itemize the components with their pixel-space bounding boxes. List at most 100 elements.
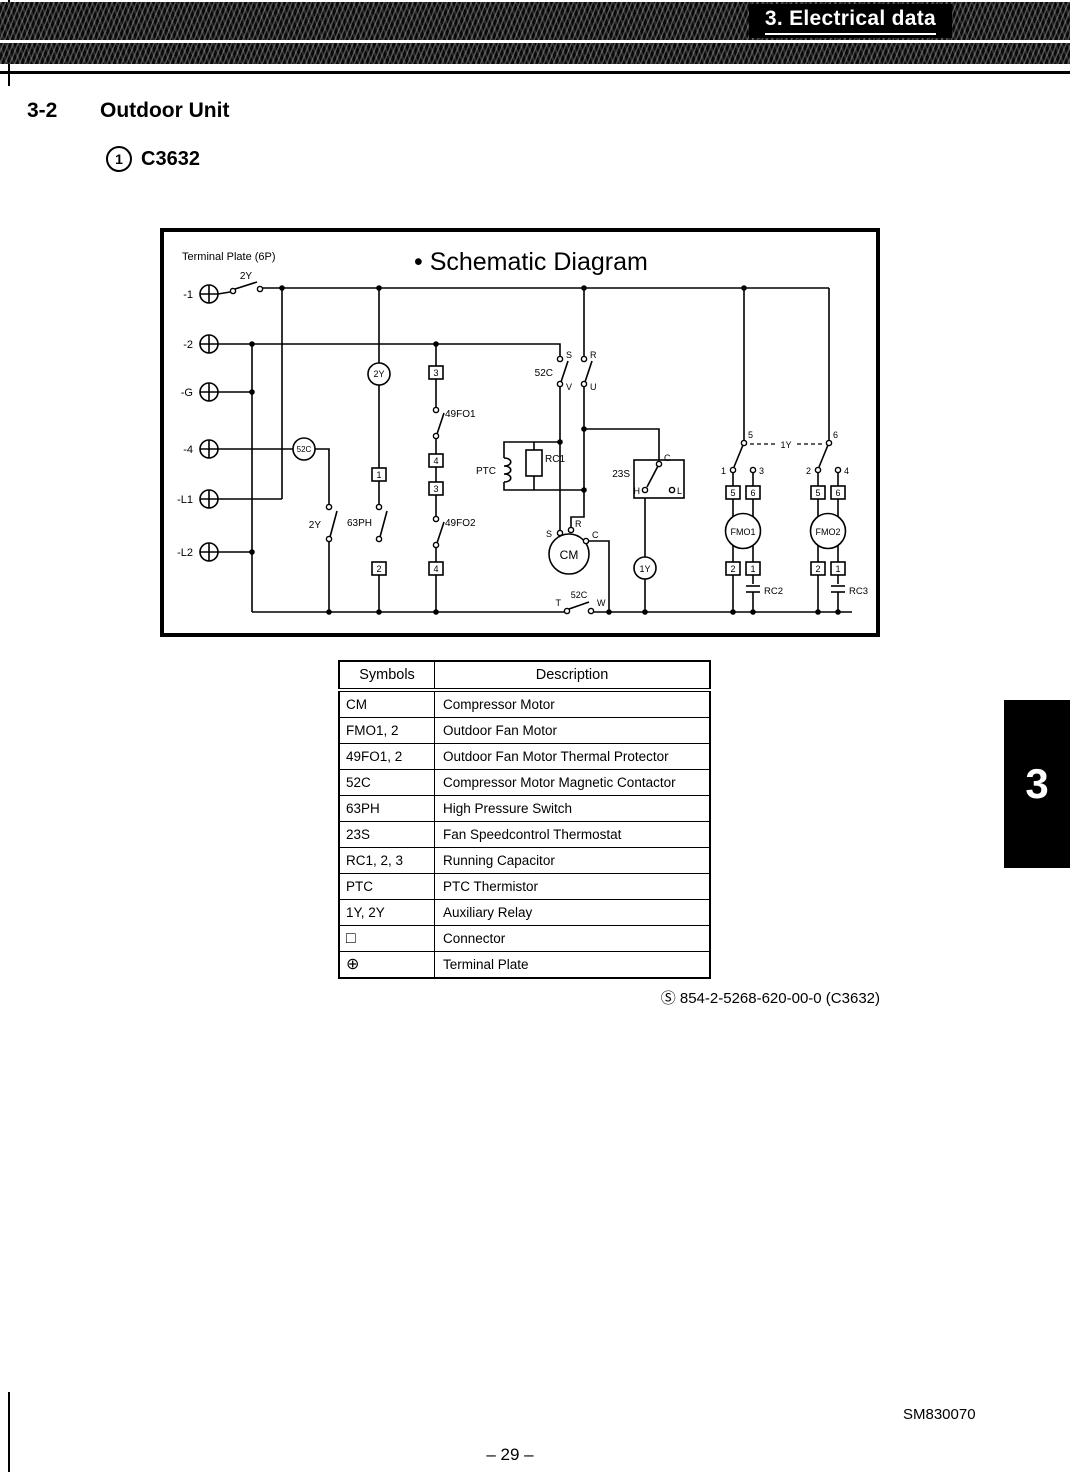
label-ptc: PTC [476,466,496,477]
rc1-capacitor-box [525,449,543,477]
connector-box [725,561,741,576]
schematic-diagram: Terminal Plate (6P) • Schematic Diagram … [177,248,868,615]
label-52c-coil: 52C [297,445,312,454]
connector-box [830,561,846,576]
connector-number: 3 [433,368,438,378]
ptc-thermistor-coil [503,457,512,483]
connector-box [810,485,826,500]
description-cell: Compressor Motor Magnetic Contactor [434,769,711,796]
label-23s-h: H [634,486,641,496]
label-1y-link: 1Y [780,440,791,450]
schematic-title: • Schematic Diagram [414,248,648,276]
blade-49fo2 [436,521,445,544]
description-cell: Terminal Plate [434,951,711,979]
label-23s-l: L [677,486,682,496]
compressor-motor-cm [548,533,590,575]
connector-number: 3 [433,484,438,494]
label-w: W [597,598,606,608]
label-cm-c: C [592,530,599,540]
connector-box [745,561,761,576]
blade-1y-6 [818,444,829,468]
terminal-plate [199,382,219,402]
label-23s: 23S [612,469,630,480]
blade-2y-switch [234,281,258,290]
label-cm-r: R [575,519,582,529]
terminal-symbol-cell: ⊕ [338,951,435,979]
label-v: V [566,382,572,392]
label-52c-bottom: 52C [571,590,588,600]
label-pin4: 4 [844,466,849,476]
label-r: R [590,350,597,360]
fan-motor-fmo2 [809,512,847,550]
connector-number: 1 [750,564,755,574]
terminal-plate-corner-label: Terminal Plate (6P) [182,251,276,263]
description-cell: High Pressure Switch [434,795,711,822]
connector-number: 2 [815,564,820,574]
table-header-description: Description [434,660,711,692]
label-pin5: 5 [748,430,753,440]
label-pin1: 1 [721,466,726,476]
terminal-label: -2 [183,339,193,351]
page-header-band: 3. Electrical data [0,2,1070,64]
section-title: Outdoor Unit [100,99,230,122]
label-pin6: 6 [833,430,838,440]
page-edge-line-bottom [8,1392,10,1472]
document-code: SM830070 [903,1406,976,1423]
junction-dots [249,285,841,615]
description-cell: Auxiliary Relay [434,899,711,926]
section-number: 3-2 [27,99,58,122]
label-2y-switch: 2Y [240,271,253,282]
label-23s-c: C [664,453,671,463]
connector-number: 1 [835,564,840,574]
connector-box [428,365,444,380]
connector-number: 5 [730,488,735,498]
label-fmo2: FMO2 [815,527,840,537]
symbol-cell: PTC [338,873,435,900]
label-pin2: 2 [806,466,811,476]
description-cell: Connector [434,925,711,952]
terminal-plate [199,542,219,562]
section-heading: 3-2 Outdoor Unit [27,99,229,123]
blade-2y-contact [329,510,338,538]
connector-number: 4 [433,564,438,574]
terminal-plate [199,439,219,459]
schematic-labels: Terminal Plate (6P) • Schematic Diagram … [177,248,868,608]
connector-box [428,453,444,468]
symbol-cell: 23S [338,821,435,848]
symbol-cell: 49FO1, 2 [338,743,435,770]
page-number: – 29 – [486,1445,534,1464]
subsection-heading: 1 C3632 [106,146,200,172]
connector-box [810,561,826,576]
terminal-label: -G [181,387,193,399]
symbol-cell: 52C [338,769,435,796]
connector-number: 2 [730,564,735,574]
connector-number: 4 [433,456,438,466]
chapter-tab: 3 [1004,700,1070,868]
header-title-block: 3. Electrical data [748,4,952,38]
header-bottom-rule [0,71,1070,74]
terminal-label: -4 [183,444,193,456]
terminal-label: -L1 [177,494,193,506]
blade-1y-5 [733,444,744,468]
label-pin3: 3 [759,466,764,476]
label-2y-coil: 2Y [373,369,384,379]
description-cell: Outdoor Fan Motor Thermal Protector [434,743,711,770]
contact-points [229,285,842,615]
fan-motor-fmo1 [724,512,762,550]
connector-symbol-cell: □ [338,925,435,952]
symbol-cell: FMO1, 2 [338,717,435,744]
label-2y-contact: 2Y [309,520,322,531]
coil-2y [367,362,391,386]
symbol-cell: CM [338,689,435,718]
label-1y-coil: 1Y [639,564,650,574]
table-header-symbols: Symbols [338,660,435,692]
connector-box [830,485,846,500]
circled-number-icon: 1 [106,146,132,172]
label-cm: CM [560,548,579,562]
schematic-wires [217,287,852,613]
blade-52c-s [560,360,569,383]
